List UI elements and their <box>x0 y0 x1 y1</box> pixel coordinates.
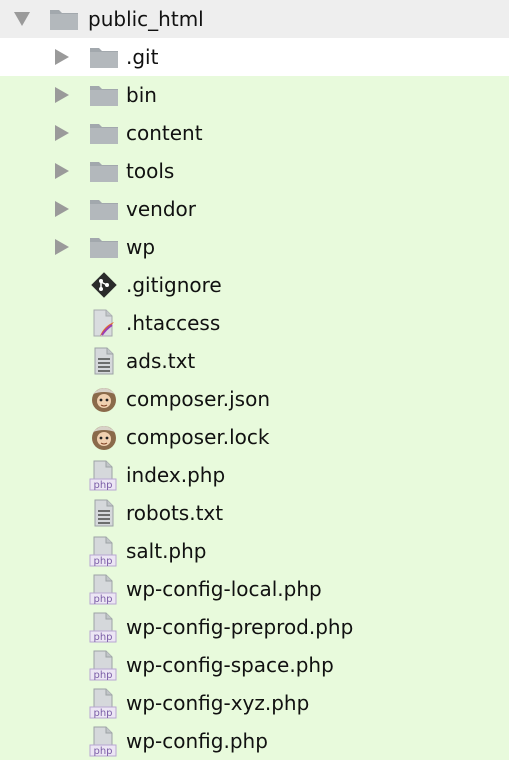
tree-row-file[interactable]: php index.php <box>0 456 509 494</box>
tree-row-folder[interactable]: .git <box>0 38 509 76</box>
tree-row-folder[interactable]: content <box>0 114 509 152</box>
chevron-down-icon[interactable] <box>10 0 34 38</box>
chevron-right-icon[interactable] <box>50 152 74 190</box>
php-file-icon: php <box>88 608 120 646</box>
tree-row-label: wp-config-space.php <box>126 653 334 677</box>
tree-row-folder[interactable]: bin <box>0 76 509 114</box>
tree-row-label: ads.txt <box>126 349 196 373</box>
tree-row-label: wp-config-xyz.php <box>126 691 310 715</box>
tree-row-label: .htaccess <box>126 311 221 335</box>
tree-row-file[interactable]: composer.json <box>0 380 509 418</box>
tree-row-label: wp-config-preprod.php <box>126 615 354 639</box>
tree-row-label: public_html <box>88 7 204 31</box>
text-file-icon <box>88 494 120 532</box>
tree-row-label: bin <box>126 83 157 107</box>
folder-icon <box>88 76 120 114</box>
svg-text:php: php <box>93 746 112 757</box>
tree-row-label: salt.php <box>126 539 207 563</box>
tree-row-label: composer.json <box>126 387 271 411</box>
tree-row-label: wp <box>126 235 156 259</box>
tree-row-file[interactable]: composer.lock <box>0 418 509 456</box>
tree-row-label: tools <box>126 159 175 183</box>
tree-row-file[interactable]: .htaccess <box>0 304 509 342</box>
tree-row-label: index.php <box>126 463 226 487</box>
git-icon <box>88 266 120 304</box>
tree-row-file[interactable]: php wp-config-space.php <box>0 646 509 684</box>
tree-row-public-html[interactable]: public_html <box>0 0 509 38</box>
tree-row-label: content <box>126 121 203 145</box>
folder-icon <box>88 152 120 190</box>
php-file-icon: php <box>88 646 120 684</box>
chevron-right-icon[interactable] <box>50 228 74 266</box>
tree-row-label: wp-config.php <box>126 729 268 753</box>
folder-icon <box>88 228 120 266</box>
svg-text:php: php <box>93 708 112 719</box>
folder-icon <box>88 190 120 228</box>
svg-text:php: php <box>93 594 112 605</box>
chevron-right-icon[interactable] <box>50 114 74 152</box>
tree-row-label: vendor <box>126 197 196 221</box>
tree-row-file[interactable]: php wp-config-preprod.php <box>0 608 509 646</box>
svg-text:php: php <box>93 670 112 681</box>
php-file-icon: php <box>88 532 120 570</box>
php-file-icon: php <box>88 570 120 608</box>
htaccess-icon <box>88 304 120 342</box>
tree-row-file[interactable]: php wp-config-xyz.php <box>0 684 509 722</box>
text-file-icon <box>88 342 120 380</box>
tree-row-folder[interactable]: vendor <box>0 190 509 228</box>
php-file-icon: php <box>88 456 120 494</box>
tree-row-label: robots.txt <box>126 501 224 525</box>
folder-icon <box>88 114 120 152</box>
tree-row-file[interactable]: php wp-config-local.php <box>0 570 509 608</box>
chevron-right-icon[interactable] <box>50 76 74 114</box>
tree-row-label: .gitignore <box>126 273 222 297</box>
php-file-icon: php <box>88 722 120 760</box>
chevron-right-icon[interactable] <box>50 190 74 228</box>
tree-row-file[interactable]: php salt.php <box>0 532 509 570</box>
php-file-icon: php <box>88 684 120 722</box>
tree-row-file[interactable]: php wp-config.php <box>0 722 509 760</box>
tree-row-file[interactable]: .gitignore <box>0 266 509 304</box>
svg-text:php: php <box>93 632 112 643</box>
tree-row-file[interactable]: robots.txt <box>0 494 509 532</box>
tree-row-label: .git <box>126 45 159 69</box>
folder-icon <box>88 38 120 76</box>
svg-text:php: php <box>93 480 112 491</box>
tree-row-file[interactable]: ads.txt <box>0 342 509 380</box>
svg-text:php: php <box>93 556 112 567</box>
tree-row-label: wp-config-local.php <box>126 577 322 601</box>
composer-icon <box>88 380 120 418</box>
tree-row-label: composer.lock <box>126 425 270 449</box>
tree-row-folder[interactable]: tools <box>0 152 509 190</box>
chevron-right-icon[interactable] <box>50 38 74 76</box>
composer-icon <box>88 418 120 456</box>
folder-icon <box>48 0 80 38</box>
tree-row-folder[interactable]: wp <box>0 228 509 266</box>
